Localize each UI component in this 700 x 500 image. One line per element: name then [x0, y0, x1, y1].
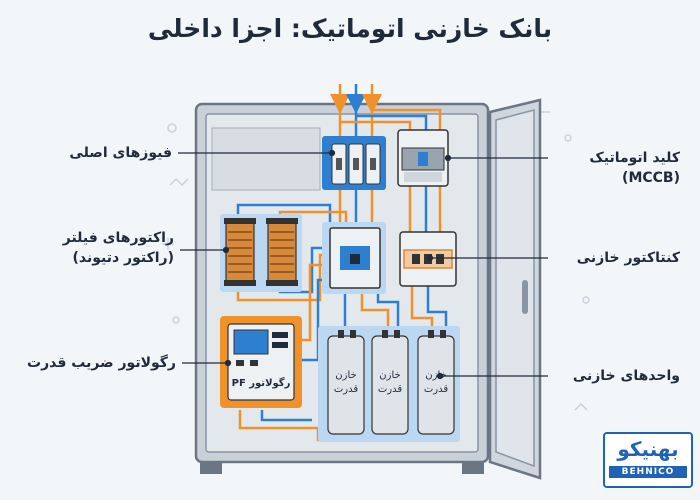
- capacitor-text-line2: قدرت: [424, 384, 448, 395]
- behnico-logo: بهنیکو BEHNICO: [603, 432, 693, 488]
- label-capacitor-units: واحدهای خازنی: [572, 368, 680, 384]
- capacitor-unit: خازن قدرت: [371, 330, 409, 435]
- label-capacitor-contactor: کنتاکتور خازنی: [576, 250, 680, 266]
- capacitor-text-line2: قدرت: [378, 384, 402, 395]
- label-mccb-line2: (MCCB): [622, 170, 680, 186]
- label-mccb-line1: کلید اتوماتیک: [589, 150, 680, 166]
- label-filter-reactors: راکتورهای فیلتر (راکتور دتیوند): [28, 228, 174, 268]
- background-decor: [162, 111, 590, 411]
- capacitor-text-line1: خازن: [335, 370, 356, 381]
- capacitor-text-line2: قدرت: [334, 384, 358, 395]
- capacitor-text-line1: خازن: [425, 370, 446, 381]
- logo-subtext: BEHNICO: [609, 466, 687, 478]
- mccb-breaker: [397, 129, 449, 187]
- label-filter-reactors-line1: راکتورهای فیلتر: [62, 230, 174, 246]
- main-contactor: [322, 222, 386, 294]
- pf-regulator: PF رگولاتور: [220, 316, 302, 408]
- main-fuses: [322, 136, 386, 190]
- logo-text: بهنیکو: [617, 437, 679, 461]
- leader-lines: [178, 149, 548, 380]
- capacitor-text-line1: خازن: [379, 370, 400, 381]
- incoming-feed-arrows: [330, 84, 382, 114]
- pf-regulator-text: PF رگولاتور: [232, 376, 291, 389]
- capacitor-unit: خازن قدرت: [327, 330, 365, 435]
- cabinet-door: [488, 98, 542, 480]
- capacitor-unit: خازن قدرت: [417, 330, 455, 435]
- filter-reactors: [220, 214, 302, 292]
- label-filter-reactors-line2: (راکتور دتیوند): [72, 250, 175, 266]
- capacitor-units: خازن قدرت خازن قدرت خازن قدرت: [318, 326, 460, 442]
- page-title: بانک خازنی اتوماتیک: اجزا داخلی: [147, 14, 553, 43]
- label-mccb: کلید اتوماتیک (MCCB): [554, 148, 680, 188]
- label-pf-regulator: رگولاتور ضریب قدرت: [27, 355, 176, 371]
- label-main-fuses: فیوزهای اصلی: [69, 145, 172, 161]
